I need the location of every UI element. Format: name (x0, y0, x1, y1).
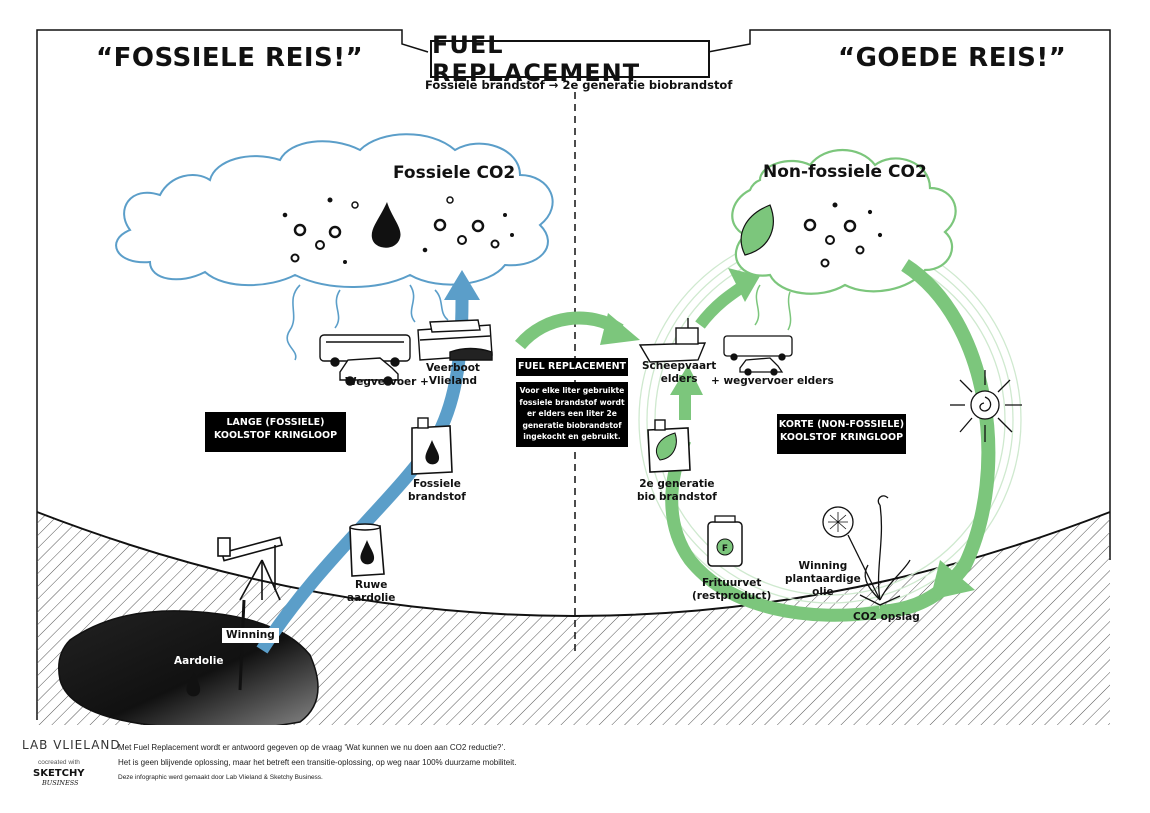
oil-pump-icon (217, 536, 283, 691)
fossil-cloud (115, 133, 554, 288)
ferry-label-line2: Vlieland (428, 375, 478, 387)
footer-line2: Het is geen blijvende oplossing, maar he… (118, 758, 517, 767)
long-cycle-line2: KOOLSTOF KRINGLOOP (213, 430, 338, 441)
explanation-line4: generatie biobrandstof (522, 420, 622, 430)
long-cycle-line1: LANGE (FOSSIELE) (226, 417, 325, 428)
sun-icon (950, 370, 1022, 442)
explanation-line3: er elders een liter 2e (527, 409, 617, 418)
nonfossil-smoke (754, 284, 792, 331)
fryer-oil-container-icon: F (707, 515, 743, 567)
replacement-arrow-head (600, 313, 640, 345)
road-vehicles-icon (319, 334, 411, 386)
shipping-label-line1: Scheepvaart (642, 360, 717, 372)
footer-line1: Met Fuel Replacement wordt er antwoord g… (118, 743, 506, 752)
nonfossil-cycle-arrow-head (930, 560, 975, 600)
shipping-label-line2: elders (660, 373, 698, 385)
nonfossil-up-arrow-head (670, 365, 703, 395)
left-heading: “FOSSIELE REIS!” (96, 43, 364, 73)
underground-drop-icon (186, 672, 201, 697)
nonfossil-return-arrow (665, 437, 881, 622)
nonfossil-cloud (731, 148, 957, 295)
fossil-smoke (286, 284, 449, 361)
fryer-f-glyph: F (722, 544, 728, 554)
sunflower-icon (822, 495, 911, 606)
shipping-label: Scheepvaart elders (642, 360, 716, 386)
explanation-line2: fossiele brandstof wordt (519, 397, 625, 407)
explanation-line1: Voor elke liter gebruikte (519, 386, 625, 395)
ship-icon (638, 318, 707, 363)
explanation-line5: ingekocht en gebruikt. (523, 432, 621, 441)
fossil-fuel-label: Fossiele brandstof (408, 478, 466, 504)
fossil-molecules (282, 196, 514, 264)
frame (36, 29, 1111, 720)
road-vehicles-right-icon (723, 335, 793, 376)
ferry-label-line1: Veerboot (426, 362, 480, 374)
ground-line (36, 511, 1111, 617)
ship-to-cloud-arrow (695, 280, 749, 329)
plant-oil-label-line2: plantaardige (785, 573, 861, 585)
plant-oil-label-line3: olie (812, 586, 834, 598)
ferry-icon (417, 319, 493, 361)
ground (37, 512, 1110, 795)
bio-fuel-label: 2e generatie bio brandstof (637, 478, 717, 504)
lab-vlieland-logo: LAB VLIELAND (22, 738, 121, 752)
road-transport-elsewhere-label: + wegvervoer elders (711, 375, 834, 387)
ship-to-cloud-arrow-head (728, 268, 760, 302)
cocreated-text: cocreated with (38, 759, 80, 766)
plant-oil-label: Winning plantaardige olie (785, 560, 861, 599)
fossil-fuel-label-line2: brandstof (408, 491, 466, 503)
short-cycle-box: KORTE (NON-FOSSIELE) KOOLSTOF KRINGLOOP (777, 414, 906, 454)
fryer-oil-label-line1: Frituurvet (701, 577, 762, 589)
fossil-cloud-title: Fossiele CO2 (393, 163, 516, 183)
nonfossil-cycle-arrow (879, 259, 996, 619)
extraction-label: Winning (222, 628, 279, 643)
short-cycle-line2: KOOLSTOF KRINGLOOP (779, 432, 904, 443)
nonfossil-cloud-title: Non-fossiele CO2 (763, 162, 927, 182)
fossil-fuel-can-icon (411, 417, 453, 475)
road-transport-label: Wegvervoer + (345, 376, 429, 388)
subtitle: Fossiele brandstof → 2e generatie biobra… (425, 78, 733, 92)
leaf-icon (740, 204, 774, 256)
crude-barrel-icon (349, 523, 385, 577)
fuel-replacement-explanation: Voor elke liter gebruikte fossiele brand… (516, 382, 628, 447)
crude-oil-label-line1: Ruwe (355, 579, 388, 591)
title-box: FUEL REPLACEMENT (430, 31, 710, 87)
right-heading: “GOEDE REIS!” (838, 43, 1067, 73)
co2-storage-label: CO2 opslag (853, 611, 920, 623)
sketchy-logo: SKETCHY (33, 768, 85, 779)
fossil-arrow-head (444, 270, 480, 300)
ferry-label: Veerboot Vlieland (426, 362, 480, 388)
bio-fuel-label-line2: bio brandstof (637, 491, 717, 503)
fryer-oil-label: Frituurvet (restproduct) (692, 577, 771, 603)
bio-fuel-label-line1: 2e generatie (639, 478, 715, 490)
page-title: FUEL REPLACEMENT (432, 31, 641, 87)
plant-oil-label-line1: Winning (798, 560, 848, 572)
nonfossil-molecules (803, 202, 883, 268)
fossil-fuel-label-line1: Fossiele (412, 478, 461, 490)
crude-reservoir-label: Aardolie (174, 655, 224, 667)
oil-drop-icon (371, 202, 401, 248)
short-cycle-line1: KORTE (NON-FOSSIELE) (778, 419, 905, 430)
crude-oil-label-line2: aardolie (347, 592, 396, 604)
crude-oil-label: Ruwe aardolie (347, 579, 395, 605)
business-logo: BUSINESS (42, 779, 79, 787)
footer-line3: Deze infographic werd gemaakt door Lab V… (118, 774, 323, 781)
footer-panel (37, 725, 557, 795)
long-cycle-box: LANGE (FOSSIELE) KOOLSTOF KRINGLOOP (205, 412, 346, 452)
bio-fuel-can-icon (647, 419, 691, 473)
fuel-replacement-label: FUEL REPLACEMENT (516, 358, 628, 376)
fryer-oil-label-line2: (restproduct) (692, 590, 772, 602)
